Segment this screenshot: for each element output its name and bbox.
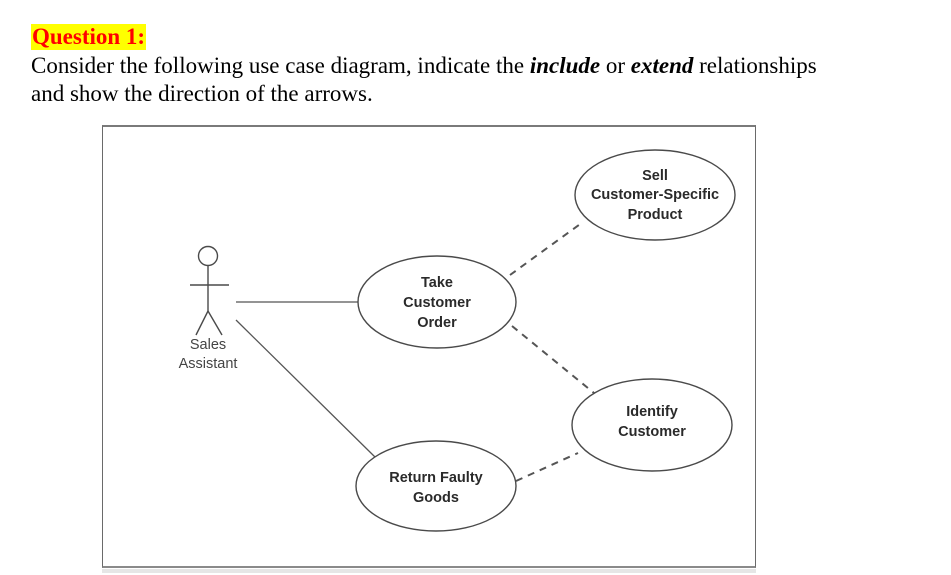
actor-name-line-2: Assistant [179, 356, 238, 372]
dependency-take-order-sell-specific [509, 221, 584, 276]
question-text-part: Consider the following use case diagram,… [31, 53, 530, 78]
question-title: Question 1: [31, 24, 147, 50]
dependency-return-identify [515, 452, 579, 482]
return-goods-label-2: Goods [413, 490, 459, 506]
sell-specific-label-1: Sell [642, 168, 668, 184]
question-text-part: or [600, 53, 631, 78]
use-case-sell-customer-specific-product [574, 149, 736, 241]
frame-shadow [102, 569, 756, 573]
take-order-label-2: Customer [403, 295, 471, 311]
association-return-goods [235, 319, 376, 458]
keyword-extend: extend [630, 53, 694, 78]
identify-customer-label-2: Customer [618, 424, 686, 440]
sell-specific-label-3: Product [628, 207, 683, 223]
actor-leg-left [195, 310, 209, 336]
sell-specific-label-2: Customer-Specific [591, 187, 719, 203]
actor-head [197, 245, 219, 267]
actor-figure [190, 245, 229, 336]
question-text-line-2: and show the direction of the arrows. [31, 81, 373, 106]
question-text-line-1: Consider the following use case diagram,… [31, 53, 817, 79]
return-goods-label-1: Return Faulty [389, 470, 482, 486]
take-order-label-3: Order [417, 315, 457, 331]
dependency-take-order-identify [511, 325, 595, 394]
use-case-identify-customer [571, 378, 733, 472]
actor-name-line-1: Sales [190, 337, 226, 353]
question-text-part: relationships [693, 53, 817, 78]
keyword-include: include [529, 53, 601, 78]
take-order-label-1: Take [421, 275, 453, 291]
use-case-return-faulty-goods [355, 440, 517, 532]
identify-customer-label-1: Identify [626, 404, 678, 420]
use-case-take-customer-order [357, 255, 517, 349]
actor-leg-right [207, 310, 223, 336]
